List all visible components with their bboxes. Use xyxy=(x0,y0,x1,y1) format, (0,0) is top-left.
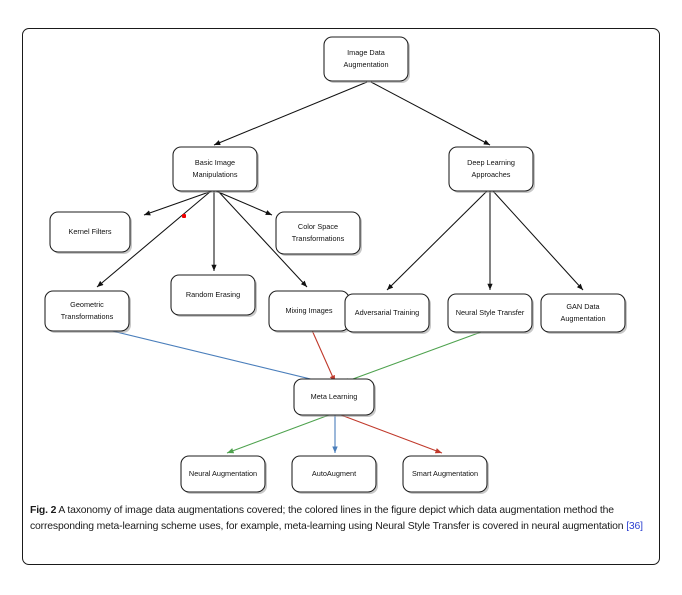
node-label-smart-augmentation: Smart Augmentation xyxy=(412,469,478,478)
node-label-autoaugment: AutoAugment xyxy=(312,469,356,478)
node-label-root-line1: Image Data xyxy=(347,48,386,57)
edge-meta-neural-augmentation xyxy=(226,414,330,454)
edge-group-colored xyxy=(99,327,493,454)
edge-group-black xyxy=(96,81,584,291)
figure-label: Fig. 2 xyxy=(30,505,57,516)
node-adversarial-training[interactable]: Adversarial Training xyxy=(344,293,431,334)
node-label-kernel-filters: Kernel Filters xyxy=(69,227,112,236)
figure-caption: Fig. 2 A taxonomy of image data augmenta… xyxy=(30,503,655,536)
node-label-neural-augmentation: Neural Augmentation xyxy=(189,469,257,478)
node-label-gan-line2: Augmentation xyxy=(560,314,605,323)
node-label-colorspace-line2: Transformations xyxy=(292,234,345,243)
node-label-geometric-line1: Geometric xyxy=(70,300,104,309)
node-meta-learning[interactable]: Meta Learning xyxy=(293,378,376,417)
node-autoaugment[interactable]: AutoAugment xyxy=(291,455,378,494)
edge-basic-mixing xyxy=(217,190,308,288)
node-label-gan-line1: GAN Data xyxy=(566,302,600,311)
node-random-erasing[interactable]: Random Erasing xyxy=(170,274,257,317)
edge-basic-kernel xyxy=(143,190,213,216)
node-deep-learning-approaches[interactable]: Deep Learning Approaches xyxy=(448,146,535,193)
edge-mixing-meta xyxy=(310,327,336,383)
edge-root-deep xyxy=(370,81,491,146)
node-image-data-augmentation[interactable]: Image Data Augmentation xyxy=(323,36,410,83)
edge-nst-meta xyxy=(341,327,493,384)
node-label-random-erasing: Random Erasing xyxy=(186,290,240,299)
edge-geometric-meta xyxy=(99,327,328,385)
node-basic-image-manipulations[interactable]: Basic Image Manipulations xyxy=(172,146,259,193)
node-label-neural-style-transfer: Neural Style Transfer xyxy=(456,308,525,317)
edge-root-basic xyxy=(213,81,368,146)
node-neural-style-transfer[interactable]: Neural Style Transfer xyxy=(447,293,534,334)
figure-caption-text: A taxonomy of image data augmentations c… xyxy=(30,505,627,533)
node-label-root-line2: Augmentation xyxy=(343,60,388,69)
edge-meta-smart-augmentation xyxy=(340,414,443,454)
node-neural-augmentation[interactable]: Neural Augmentation xyxy=(180,455,267,494)
edge-basic-colorspace xyxy=(215,190,273,216)
node-kernel-filters[interactable]: Kernel Filters xyxy=(49,211,132,254)
node-gan-data-augmentation[interactable]: GAN Data Augmentation xyxy=(540,293,627,334)
citation-link[interactable]: [36] xyxy=(626,521,643,533)
node-mixing-images[interactable]: Mixing Images xyxy=(268,290,351,333)
node-label-deep-line2: Approaches xyxy=(472,170,511,179)
edge-basic-geometric xyxy=(96,190,212,288)
node-label-basic-line2: Manipulations xyxy=(192,170,237,179)
node-label-adversarial-training: Adversarial Training xyxy=(355,308,420,317)
node-label-meta-learning: Meta Learning xyxy=(311,392,358,401)
node-color-space-transformations[interactable]: Color Space Transformations xyxy=(275,211,362,256)
node-label-basic-line1: Basic Image xyxy=(195,158,235,167)
node-label-geometric-line2: Transformations xyxy=(61,312,114,321)
edge-deep-gan xyxy=(492,190,584,291)
red-marker-dot xyxy=(182,214,186,218)
node-label-colorspace-line1: Color Space xyxy=(298,222,338,231)
node-label-mixing-images: Mixing Images xyxy=(285,306,332,315)
node-label-deep-line1: Deep Learning xyxy=(467,158,515,167)
node-geometric-transformations[interactable]: Geometric Transformations xyxy=(44,290,131,333)
taxonomy-diagram: Image Data Augmentation Basic Image Mani… xyxy=(44,36,627,494)
edge-deep-adversarial xyxy=(386,190,488,291)
node-smart-augmentation[interactable]: Smart Augmentation xyxy=(402,455,489,494)
